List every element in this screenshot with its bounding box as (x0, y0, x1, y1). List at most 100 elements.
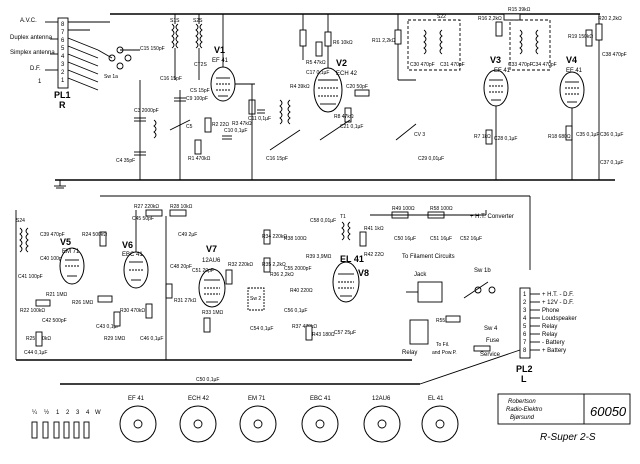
v6-input-network: R24 500kΩ R26 1MΩ C43 0,1µF R29 1MΩ (72, 231, 126, 342)
svg-text:8: 8 (523, 348, 527, 354)
svg-text:R41 1kΩ: R41 1kΩ (364, 226, 384, 232)
svg-text:V8: V8 (358, 268, 369, 278)
svg-text:R32 220kΩ: R32 220kΩ (228, 262, 253, 268)
svg-text:6: 6 (523, 332, 527, 338)
svg-text:R26 1MΩ: R26 1MΩ (72, 300, 94, 306)
svg-text:R28 10kΩ: R28 10kΩ (170, 204, 193, 210)
svg-text:C54 0,1µF: C54 0,1µF (250, 326, 273, 332)
svg-text:EF 41: EF 41 (212, 58, 229, 64)
svg-text:1: 1 (38, 79, 42, 85)
svg-text:2: 2 (61, 70, 65, 76)
sw2-switch: Sw 2 (247, 287, 265, 311)
svg-text:Loudspeaker: Loudspeaker (542, 316, 577, 322)
tube-v1: V1 EF 41 (210, 14, 236, 102)
tube-v7: V7 12AU6 C51 20pF R32 220kΩ R33 1MΩ C54 … (192, 244, 273, 333)
svg-text:C56 0,1µF: C56 0,1µF (284, 308, 307, 314)
svg-text:C31 470pF: C31 470pF (440, 62, 465, 68)
company-line-2: Radio-Elektro (506, 407, 543, 413)
svg-text:R8 47kΩ: R8 47kΩ (334, 114, 354, 120)
svg-text:C40 100pF: C40 100pF (40, 256, 65, 262)
svg-text:1: 1 (523, 292, 527, 298)
svg-text:R22 100kΩ: R22 100kΩ (20, 308, 45, 314)
simplex-antenna-label: Simplex antenna (10, 50, 55, 56)
svg-text:C39 470pF: C39 470pF (40, 232, 65, 238)
pinout-ebc41: EBC 41 (301, 396, 339, 443)
svg-text:EBC 41: EBC 41 (310, 396, 331, 402)
svg-text:C46 0,1µF: C46 0,1µF (140, 336, 163, 342)
svg-text:C50 0,1µF: C50 0,1µF (196, 377, 219, 383)
svg-text:S24: S24 (16, 218, 25, 224)
svg-text:CV 3: CV 3 (414, 132, 425, 138)
jack: Jack (406, 272, 443, 303)
svg-text:and Pow.P.: and Pow.P. (432, 350, 457, 356)
svg-text:V1: V1 (214, 45, 225, 55)
svg-text:C9 100pF: C9 100pF (186, 96, 208, 102)
svg-text:R29 1MΩ: R29 1MΩ (104, 336, 126, 342)
tube-v4: V4 EF 41 R18 680Ω C35 0,1µF C36 0,1µF C3… (548, 14, 627, 180)
svg-text:3: 3 (523, 308, 527, 314)
if-transformer-2: C33 470pF C34 470pF R16 2,2kΩ R15 39kΩ (478, 7, 557, 71)
svg-text:C52 16µF: C52 16µF (460, 236, 482, 242)
svg-text:Relay: Relay (402, 350, 417, 356)
svg-text:R58 100Ω: R58 100Ω (430, 206, 453, 212)
pl1-connector: 8 7 6 5 4 3 2 1 A.V.C. Duplex antenna Si… (10, 17, 71, 110)
svg-text:CT2S: CT2S (194, 62, 207, 68)
pl2-connector: 1 2 3 4 5 6 7 8 + H.T. - D.F. + 12V - D.… (516, 287, 577, 384)
svg-text:C43 0,1µF: C43 0,1µF (96, 324, 119, 330)
svg-text:½: ½ (44, 409, 49, 416)
title-block: Robertson Radio-Elektro Bjørsund 60050 R… (497, 393, 631, 443)
svg-text:5: 5 (61, 46, 65, 52)
svg-text:C42 500pF: C42 500pF (42, 318, 67, 324)
svg-text:V5: V5 (60, 237, 71, 247)
svg-text:S22: S22 (437, 14, 446, 20)
svg-text:C49 2µF: C49 2µF (178, 232, 197, 238)
svg-text:R15 39kΩ: R15 39kΩ (508, 7, 531, 13)
svg-text:R35 2,2kΩ: R35 2,2kΩ (262, 262, 286, 268)
sw1a-label: Sw 1a (104, 74, 118, 80)
svg-text:Relay: Relay (542, 332, 557, 338)
svg-text:7: 7 (61, 30, 65, 36)
svg-text:C44 0,1µF: C44 0,1µF (24, 350, 47, 356)
svg-text:R49 100Ω: R49 100Ω (392, 206, 415, 212)
svg-text:C16 15pF: C16 15pF (160, 76, 182, 82)
company-line-3: Bjørsund (510, 415, 535, 421)
rf-coils: S1S S2S CT2S C15 150pF C16 15pF CS 15pF (140, 14, 210, 94)
svg-text:EF 41: EF 41 (494, 68, 511, 74)
svg-text:EBC 41: EBC 41 (122, 252, 143, 258)
svg-text:C45 50pF: C45 50pF (132, 216, 154, 222)
svg-text:1: 1 (61, 78, 65, 84)
tuning-section: C3 2000pF C4 35pF C9 100pF C5 R2 22Ω R1 … (116, 80, 247, 180)
tube-v6: V6 EBC 41 C45 50pF R30 470kΩ C46 0,1µF (120, 210, 163, 342)
pinout-el41: EL 41 (421, 396, 459, 443)
svg-text:R34 220kΩ: R34 220kΩ (262, 234, 287, 240)
df-label: D.F. (30, 66, 41, 72)
v5-components: C39 470pF C40 100pF C41 100pF R21 1MΩ R2… (18, 232, 68, 356)
svg-text:R27 220kΩ: R27 220kΩ (134, 204, 159, 210)
svg-text:R55 8Ω: R55 8Ω (436, 318, 453, 324)
svg-text:C10 0,1µF: C10 0,1µF (224, 128, 247, 134)
svg-text:EM 71: EM 71 (62, 249, 80, 255)
svg-text:ECH 42: ECH 42 (336, 71, 358, 77)
pinout-12au6: 12AU6 (363, 396, 401, 443)
svg-text:R24 500kΩ: R24 500kΩ (82, 232, 107, 238)
svg-text:R39 3,9MΩ: R39 3,9MΩ (306, 254, 332, 260)
svg-text:R31 27kΩ: R31 27kΩ (174, 298, 197, 304)
filament-label: To Filament Circuits (402, 254, 455, 260)
svg-text:To Fil.: To Fil. (436, 342, 449, 348)
v6-plate-network: R27 220kΩ R28 10kΩ C49 2µF C48 20pF R31 … (134, 204, 197, 360)
pl1-label: PL1 (54, 90, 71, 100)
model-name: R-Super 2-S (540, 432, 596, 443)
svg-text:C57 25µF: C57 25µF (334, 330, 356, 336)
svg-text:R21 1MΩ: R21 1MΩ (46, 292, 68, 298)
svg-text:2: 2 (523, 300, 527, 306)
svg-text:C41 100pF: C41 100pF (18, 274, 43, 280)
svg-text:ECH 42: ECH 42 (188, 396, 210, 402)
svg-text:+ Battery: + Battery (542, 348, 566, 354)
svg-text:Phone: Phone (542, 308, 560, 314)
svg-text:4: 4 (523, 316, 527, 322)
svg-text:C3 2000pF: C3 2000pF (134, 108, 159, 114)
svg-text:R11 2,2kΩ: R11 2,2kΩ (372, 38, 396, 44)
svg-text:2: 2 (66, 410, 70, 416)
svg-text:C38 470pF: C38 470pF (602, 52, 627, 58)
svg-text:Fuse: Fuse (486, 338, 500, 344)
